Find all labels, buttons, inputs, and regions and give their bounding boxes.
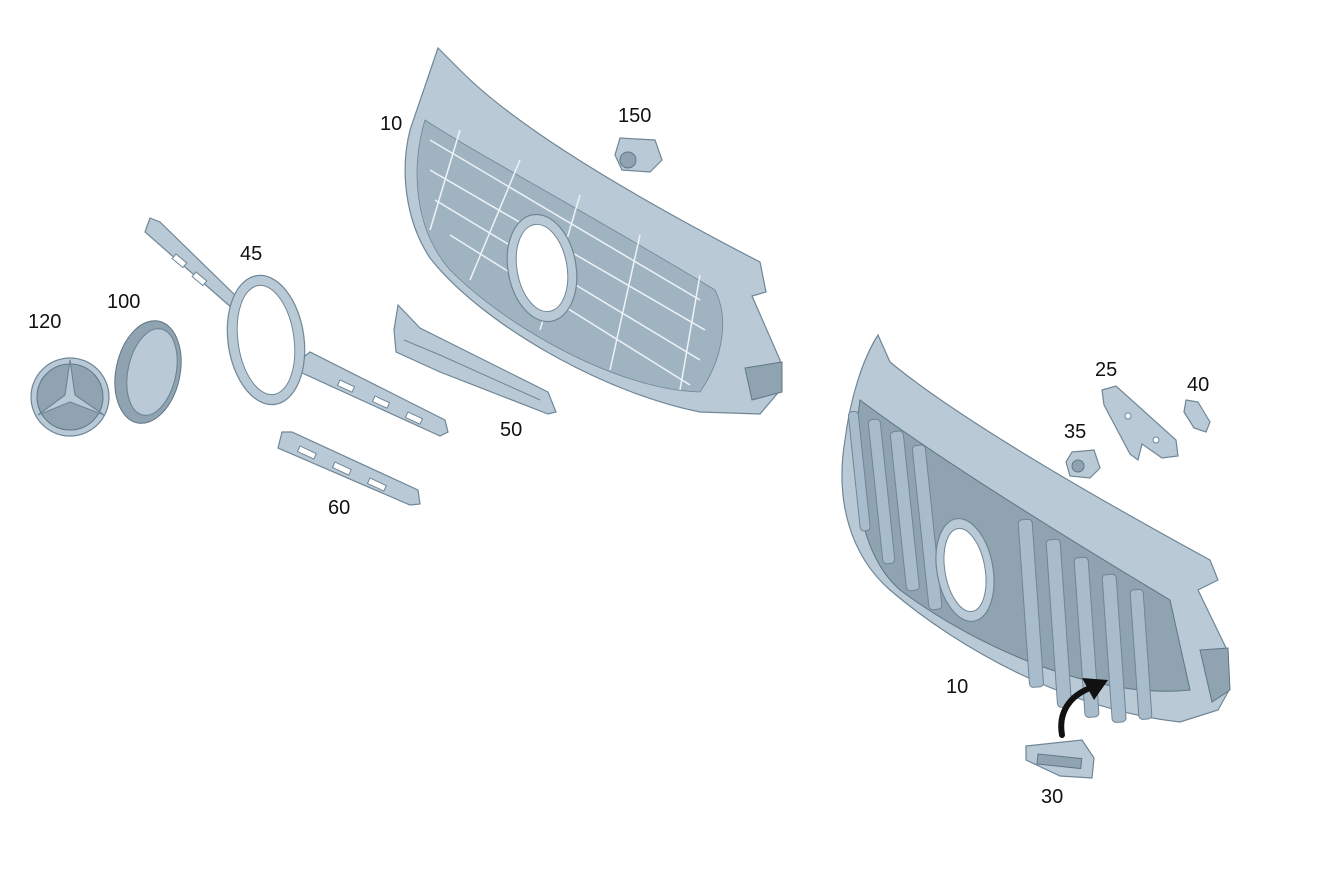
callout-25: 25 [1095, 359, 1118, 381]
callout-45: 45 [240, 243, 263, 265]
callout-50: 50 [500, 419, 523, 441]
callout-150: 150 [618, 105, 652, 127]
grille-trim-ring-part-45[interactable] [144, 217, 449, 437]
callout-60: 60 [328, 497, 351, 519]
diamond-grille-part-10[interactable] [404, 46, 783, 415]
curved-arrow-icon [1058, 678, 1108, 738]
sensor-part-150[interactable] [614, 137, 663, 173]
sensor-part-35[interactable] [1065, 449, 1101, 479]
callout-30: 30 [1041, 786, 1064, 808]
lower-trim-part-60[interactable] [277, 431, 421, 506]
callout-40: 40 [1187, 374, 1210, 396]
callout-100: 100 [107, 291, 141, 313]
side-trim-part-50[interactable] [393, 303, 557, 415]
callout-35: 35 [1064, 421, 1087, 443]
clip-part-40[interactable] [1183, 399, 1211, 433]
emblem-disc-part-100[interactable] [106, 314, 190, 429]
callout-10-lower: 10 [946, 676, 969, 698]
callout-120: 120 [28, 311, 62, 333]
amg-badge-part-30[interactable] [1025, 739, 1095, 779]
panamericana-grille-part-10[interactable] [841, 333, 1231, 723]
bracket-part-25[interactable] [1101, 385, 1179, 462]
callout-10-upper: 10 [380, 113, 403, 135]
star-emblem-part-120[interactable] [30, 357, 110, 437]
